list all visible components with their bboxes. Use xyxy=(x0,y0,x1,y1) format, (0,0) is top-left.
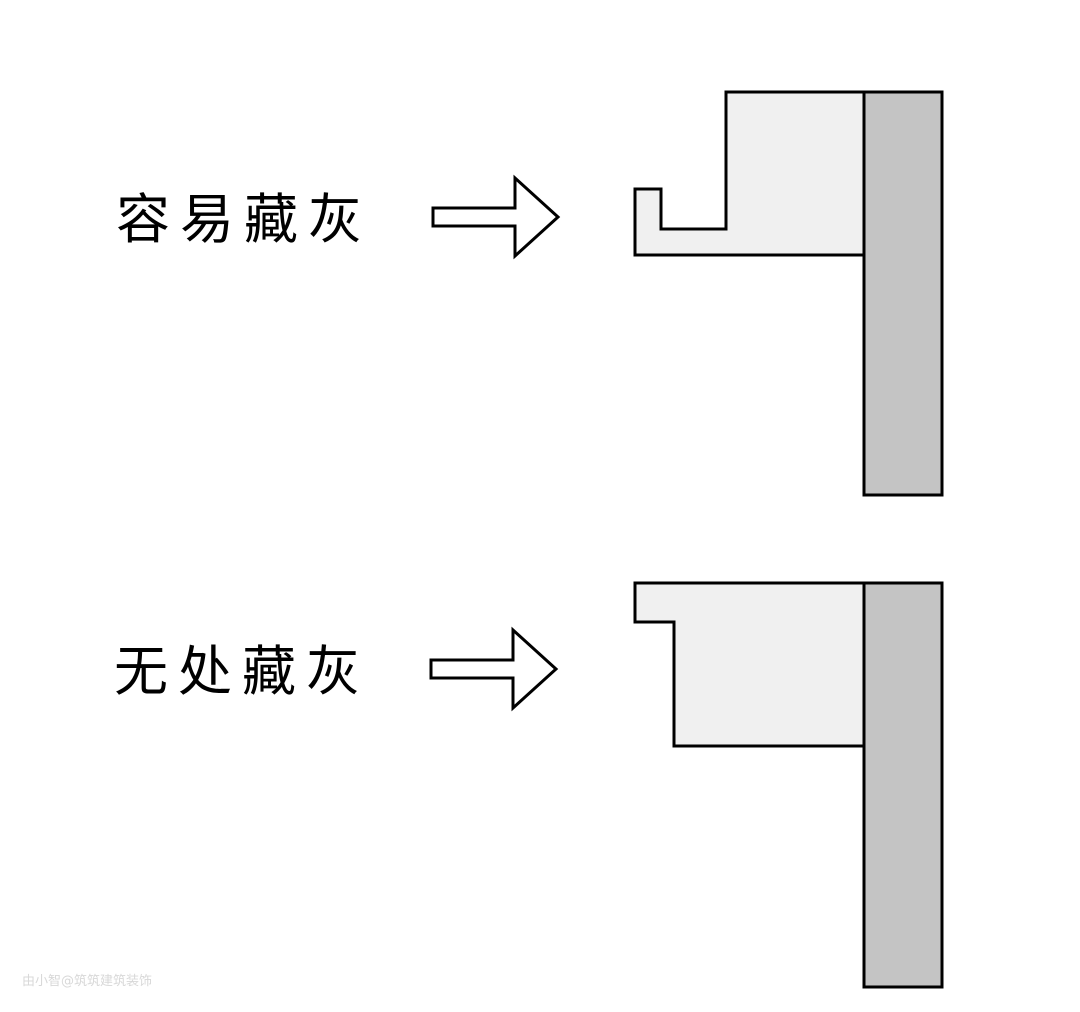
panel-dust-trap: 容易藏灰 xyxy=(116,90,944,497)
wall-section xyxy=(862,90,944,497)
label-no-dust-trap: 无处藏灰 xyxy=(114,640,370,703)
profile-smooth-top xyxy=(633,581,866,748)
panel-no-dust-trap: 无处藏灰 xyxy=(114,581,944,989)
profile-with-groove xyxy=(633,90,866,257)
arrow-right-icon xyxy=(429,626,559,712)
wall-section xyxy=(862,581,944,989)
arrow-right-icon xyxy=(431,174,561,260)
watermark: 由小智@筑筑建筑装饰 xyxy=(22,973,152,989)
label-dust-trap: 容易藏灰 xyxy=(116,188,372,251)
